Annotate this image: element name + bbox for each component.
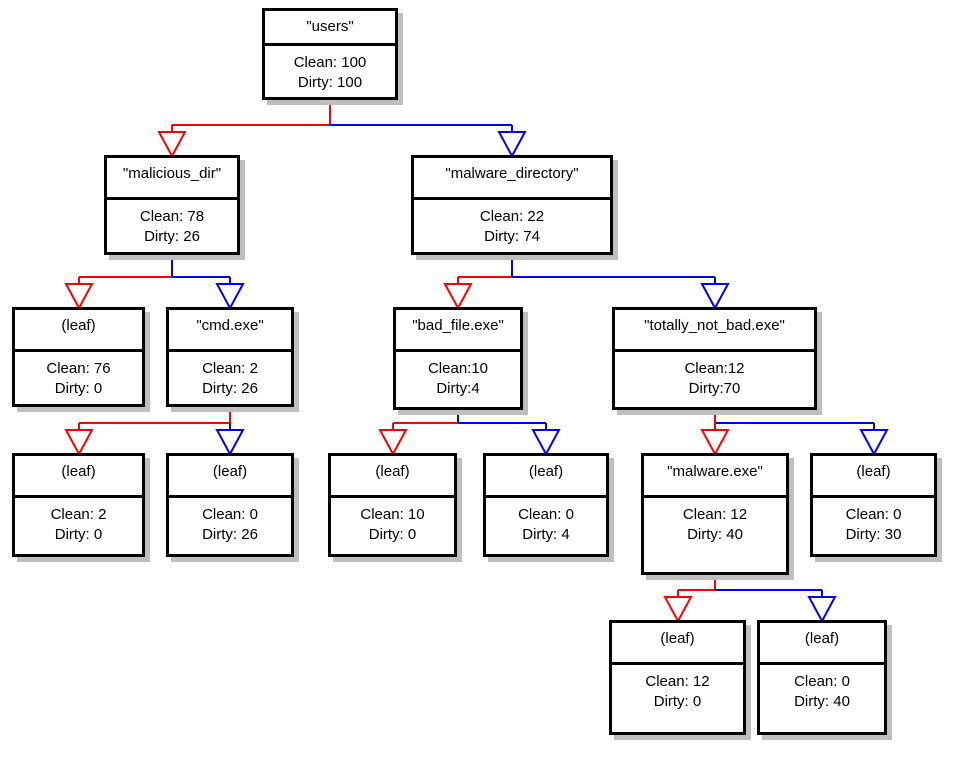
tree-node-malicious_dir[interactable]: "malicious_dir" Clean: 78 Dirty: 26	[104, 155, 240, 255]
node-stats: Clean: 2 Dirty: 0	[15, 498, 142, 554]
node-title: "users"	[265, 11, 395, 47]
clean-count: Clean: 22	[479, 208, 545, 225]
arrowhead-leaf_c	[215, 429, 245, 457]
node-title: (leaf)	[760, 623, 884, 665]
arrowhead-leaf_b	[64, 429, 94, 457]
dirty-count: Dirty: 74	[484, 227, 540, 245]
clean-count: Clean: 12	[682, 506, 748, 523]
node-title: "malware.exe"	[644, 456, 786, 498]
node-stats: Clean: 0 Dirty: 40	[760, 665, 884, 732]
dirty-count: Dirty: 26	[202, 525, 258, 543]
clean-count: Clean: 78	[139, 208, 205, 225]
dirty-count: Dirty: 40	[794, 692, 850, 710]
node-title: (leaf)	[486, 456, 606, 498]
arrowhead-malicious_dir	[157, 131, 187, 159]
arrowhead-leaf_h	[807, 596, 837, 624]
arrowhead-malware_directory	[497, 131, 527, 159]
node-title: (leaf)	[169, 456, 291, 498]
dirty-count: Dirty: 100	[297, 73, 363, 91]
clean-count: Clean: 0	[845, 506, 902, 523]
dirty-count: Dirty: 0	[54, 379, 103, 397]
tree-node-malware_directory[interactable]: "malware_directory" Clean: 22 Dirty: 74	[411, 155, 613, 255]
clean-count: Clean: 12	[645, 673, 710, 690]
node-title: "bad_file.exe"	[396, 310, 520, 352]
arrowhead-leaf_a	[64, 283, 94, 311]
clean-count: Clean: 100	[293, 54, 367, 72]
dirty-count: Dirty: 40	[687, 525, 743, 543]
node-title: (leaf)	[15, 456, 142, 498]
tree-node-leaf_f[interactable]: (leaf) Clean: 0 Dirty: 30	[810, 453, 937, 557]
node-title: (leaf)	[813, 456, 934, 498]
node-title: (leaf)	[15, 310, 142, 352]
node-title: "malware_directory"	[414, 158, 610, 200]
node-stats: Clean: 0 Dirty: 30	[813, 498, 934, 554]
node-stats: Clean: 10 Dirty: 0	[331, 498, 454, 554]
dirty-count: Dirty:4	[436, 379, 480, 397]
dirty-count: Dirty: 0	[368, 525, 417, 543]
clean-count: Clean: 76	[46, 360, 111, 377]
dirty-count: Dirty: 0	[653, 692, 702, 710]
dirty-count: Dirty: 30	[845, 525, 902, 543]
node-title: (leaf)	[331, 456, 454, 498]
clean-count: Clean: 0	[794, 673, 850, 690]
dirty-count: Dirty: 26	[144, 227, 200, 245]
node-stats: Clean: 0 Dirty: 26	[169, 498, 291, 554]
node-title: (leaf)	[612, 623, 743, 665]
dirty-count: Dirty: 0	[54, 525, 103, 543]
tree-node-leaf_b[interactable]: (leaf) Clean: 2 Dirty: 0	[12, 453, 145, 557]
node-title: "malicious_dir"	[107, 158, 237, 200]
tree-node-leaf_c[interactable]: (leaf) Clean: 0 Dirty: 26	[166, 453, 294, 557]
dirty-count: Dirty: 26	[202, 379, 258, 397]
arrowhead-cmd_exe	[215, 283, 245, 311]
node-stats: Clean: 78 Dirty: 26	[107, 200, 237, 252]
node-stats: Clean: 12 Dirty: 40	[644, 498, 786, 572]
arrowhead-totally_not_bad_exe	[700, 283, 730, 311]
tree-node-leaf_a[interactable]: (leaf) Clean: 76 Dirty: 0	[12, 307, 145, 407]
tree-node-leaf_h[interactable]: (leaf) Clean: 0 Dirty: 40	[757, 620, 887, 735]
tree-node-malware_exe[interactable]: "malware.exe" Clean: 12 Dirty: 40	[641, 453, 789, 575]
arrowhead-leaf_f	[859, 429, 889, 457]
clean-count: Clean:12	[684, 360, 745, 377]
tree-node-leaf_d[interactable]: (leaf) Clean: 10 Dirty: 0	[328, 453, 457, 557]
node-stats: Clean: 0 Dirty: 4	[486, 498, 606, 554]
tree-node-cmd_exe[interactable]: "cmd.exe" Clean: 2 Dirty: 26	[166, 307, 294, 407]
node-stats: Clean: 22 Dirty: 74	[414, 200, 610, 252]
clean-count: Clean: 2	[202, 360, 258, 377]
node-title: "totally_not_bad.exe"	[615, 310, 814, 352]
arrowhead-bad_file_exe	[443, 283, 473, 311]
node-stats: Clean: 76 Dirty: 0	[15, 352, 142, 404]
dirty-count: Dirty: 4	[522, 525, 570, 543]
arrowhead-leaf_d	[378, 429, 408, 457]
node-stats: Clean: 12 Dirty: 0	[612, 665, 743, 732]
arrowhead-leaf_e	[531, 429, 561, 457]
clean-count: Clean: 0	[518, 506, 574, 523]
arrowhead-leaf_g	[663, 596, 693, 624]
clean-count: Clean: 10	[360, 506, 425, 523]
tree-node-leaf_g[interactable]: (leaf) Clean: 12 Dirty: 0	[609, 620, 746, 735]
clean-count: Clean: 2	[50, 506, 107, 523]
node-title: "cmd.exe"	[169, 310, 291, 352]
arrowhead-malware_exe	[700, 429, 730, 457]
dirty-count: Dirty:70	[688, 379, 741, 397]
tree-node-leaf_e[interactable]: (leaf) Clean: 0 Dirty: 4	[483, 453, 609, 557]
clean-count: Clean:10	[427, 360, 489, 377]
clean-count: Clean: 0	[202, 506, 258, 523]
node-stats: Clean: 2 Dirty: 26	[169, 352, 291, 404]
